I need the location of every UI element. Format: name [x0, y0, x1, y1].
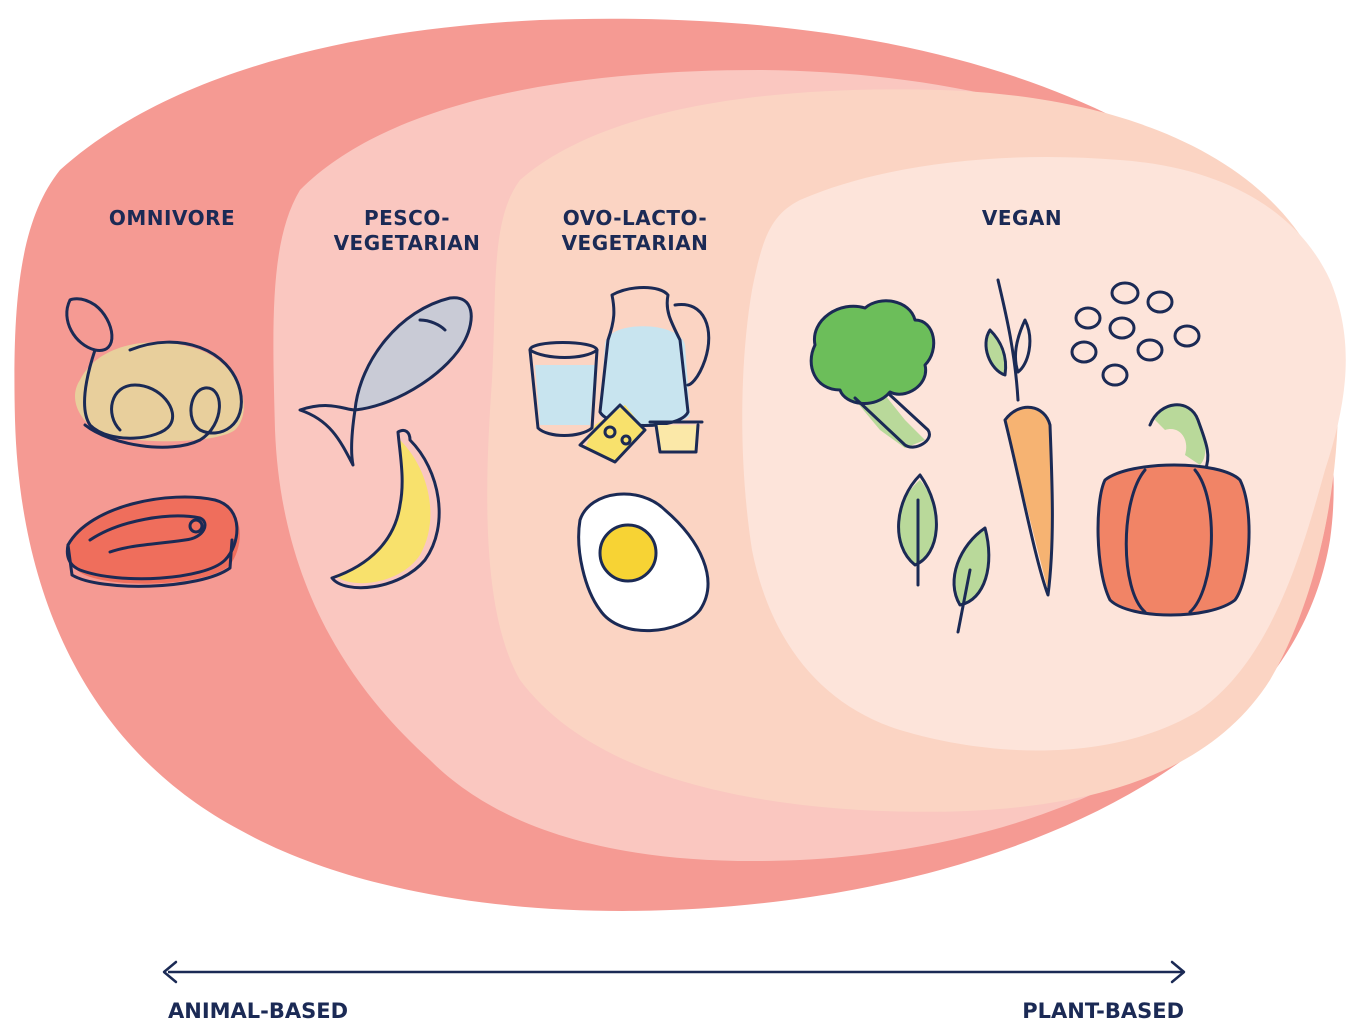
- vegan-label: VEGAN: [982, 206, 1062, 230]
- omnivore-label: OMNIVORE: [109, 206, 235, 230]
- pesco-label-line2: VEGETARIAN: [334, 231, 481, 255]
- ovo-lacto-label-line1: OVO-LACTO-: [563, 206, 707, 230]
- plant-based-label: PLANT-BASED: [1022, 999, 1184, 1021]
- pesco-label-line1: PESCO-: [364, 206, 450, 230]
- ovo-lacto-label-line2: VEGETARIAN: [562, 231, 709, 255]
- animal-to-plant-axis: [164, 962, 1184, 982]
- animal-based-label: ANIMAL-BASED: [168, 999, 348, 1021]
